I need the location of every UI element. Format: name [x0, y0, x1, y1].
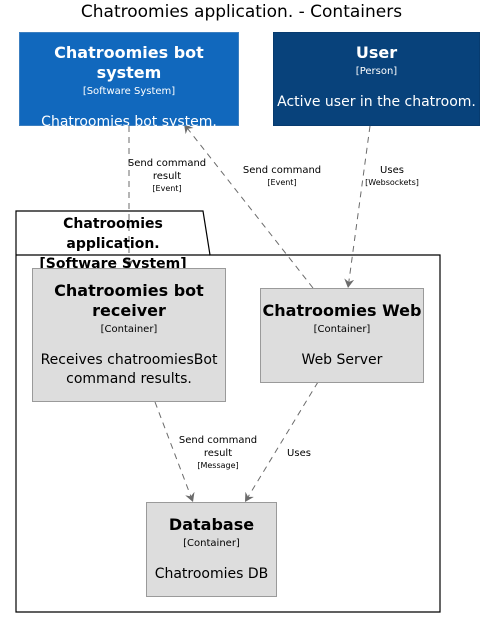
arrow-user-to-web	[344, 125, 371, 289]
label-receiver-to-db-line2: result	[203, 448, 233, 459]
label-web-to-bot-line1: Send command	[242, 165, 322, 176]
web-type: [Container]	[313, 324, 371, 335]
bot-system-description: Chatroomies bot system.	[41, 114, 217, 130]
label-bot-to-receiver-tech: [Event]	[152, 184, 182, 193]
receiver-type: [Container]	[100, 324, 158, 335]
label-receiver-to-db: Send command result [Message]	[173, 434, 263, 471]
label-user-to-web: Uses [Websockets]	[357, 164, 427, 188]
label-web-to-db-line1: Uses	[287, 448, 311, 459]
user-name: User	[355, 43, 398, 62]
boundary-name: Chatroomies application.	[63, 216, 163, 252]
label-bot-to-receiver-line2: result	[152, 171, 182, 182]
web-description: Web Server	[301, 352, 383, 368]
receiver-desc-line1: Receives chatroomiesBot	[40, 352, 218, 368]
receiver-box[interactable]: Chatroomies bot receiver [Container] Rec…	[32, 268, 226, 402]
user-description: Active user in the chatroom.	[277, 94, 476, 110]
receiver-name-line2: receiver	[92, 301, 166, 320]
bot-system-name: Chatroomies bot system	[54, 43, 204, 82]
boundary-label: Chatroomies application. [Software Syste…	[16, 211, 210, 272]
web-name: Chatroomies Web	[262, 301, 422, 320]
bot-system-box[interactable]: Chatroomies bot system [Software System]…	[19, 32, 239, 130]
user-type: [Person]	[355, 66, 398, 77]
label-user-to-web-line1: Uses	[380, 165, 404, 176]
arrow-web-to-db	[244, 381, 319, 503]
database-type: [Container]	[183, 538, 240, 549]
receiver-name-line1: Chatroomies bot	[54, 281, 204, 300]
label-bot-to-receiver-line1: Send command	[127, 158, 207, 169]
label-receiver-to-db-tech: [Message]	[197, 461, 239, 470]
boundary-outline	[15, 210, 441, 613]
label-web-to-db: Uses	[279, 447, 319, 460]
user-box[interactable]: User [Person] Active user in the chatroo…	[273, 32, 480, 126]
label-web-to-bot-tech: [Event]	[267, 178, 297, 187]
label-receiver-to-db-line1: Send command	[178, 435, 258, 446]
label-bot-to-receiver: Send command result [Event]	[122, 157, 212, 194]
database-description: Chatroomies DB	[154, 566, 269, 582]
web-box[interactable]: Chatroomies Web [Container] Web Server	[260, 288, 424, 383]
diagram-title: Chatroomies application. - Containers	[80, 2, 403, 22]
bot-system-type: [Software System]	[82, 86, 176, 97]
label-web-to-bot: Send command [Event]	[237, 164, 327, 188]
database-box[interactable]: Database [Container] Chatroomies DB	[146, 502, 277, 597]
receiver-desc-line2: command results.	[66, 371, 192, 387]
database-name: Database	[168, 515, 255, 534]
arrow-web-to-bot	[183, 123, 314, 289]
label-user-to-web-tech: [Websockets]	[365, 178, 419, 187]
arrow-receiver-to-db	[154, 401, 195, 503]
